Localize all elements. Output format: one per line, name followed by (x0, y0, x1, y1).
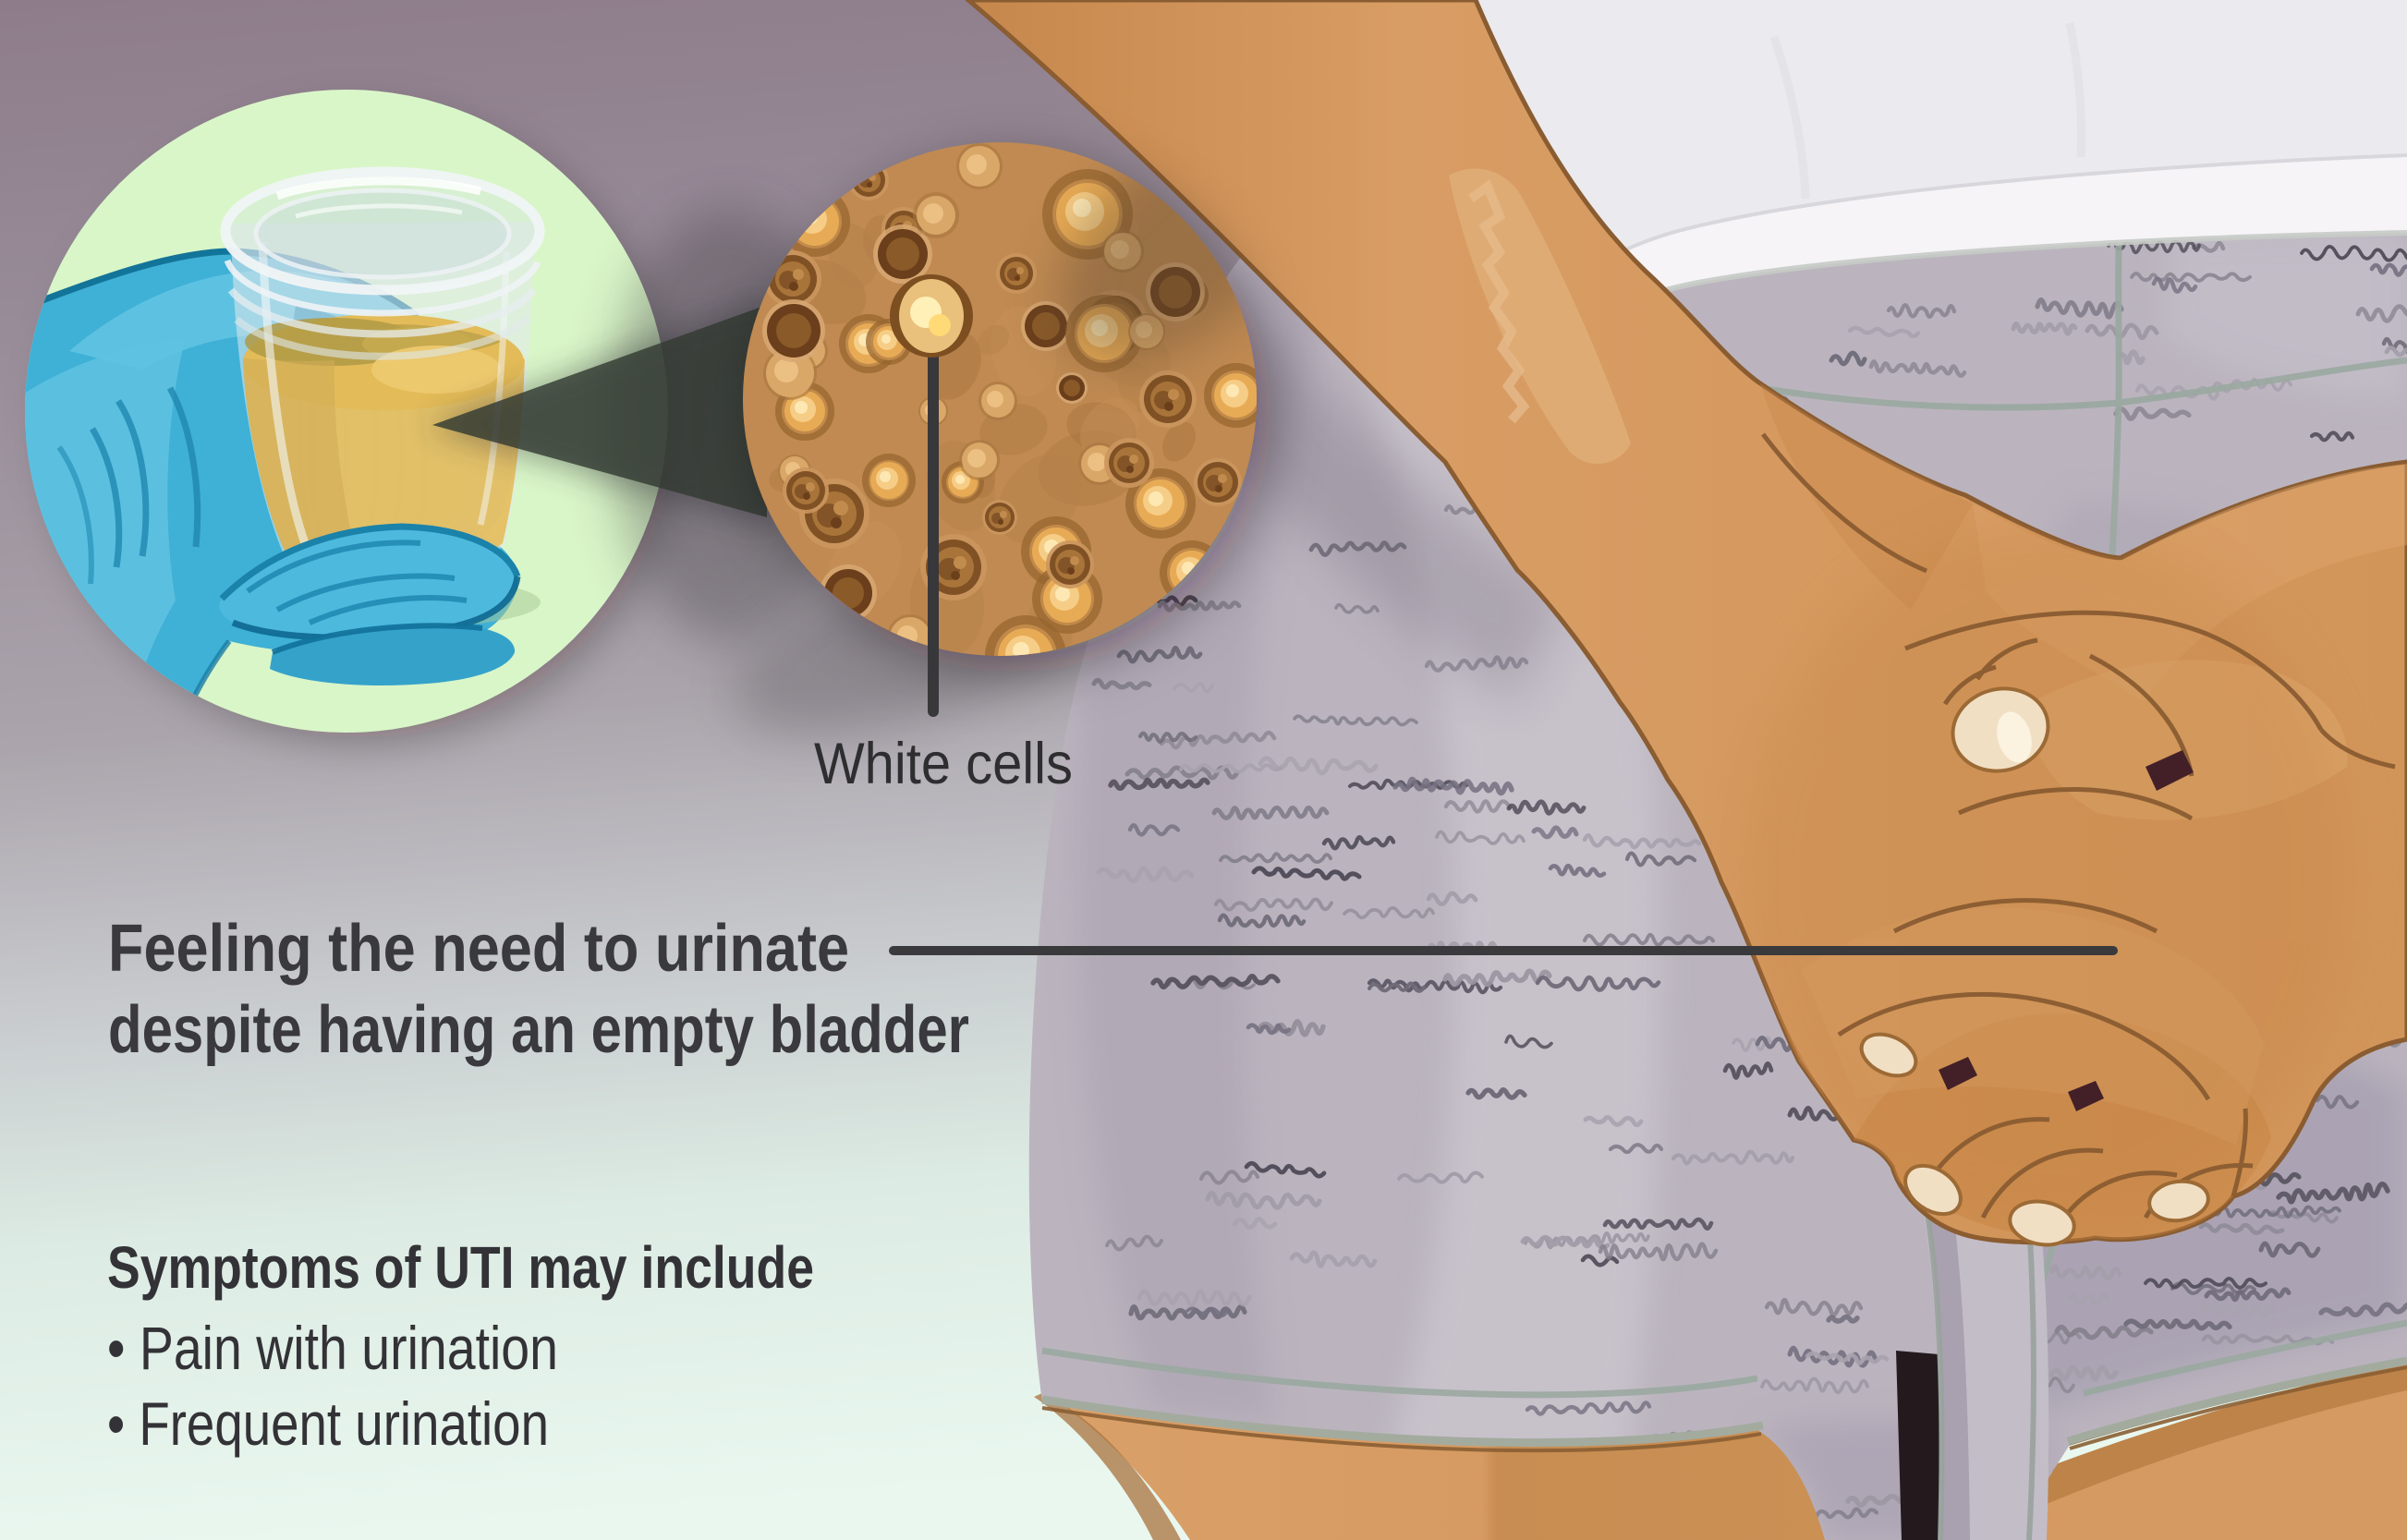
svg-text:White cells: White cells (814, 732, 1073, 796)
svg-text:Symptoms of UTI may include: Symptoms of UTI may include (107, 1234, 814, 1301)
svg-text:• Pain with urination: • Pain with urination (107, 1314, 558, 1382)
svg-text:• Frequent urination: • Frequent urination (107, 1389, 549, 1458)
svg-text:despite having an empty bladde: despite having an empty bladder (108, 993, 969, 1067)
svg-text:Feeling the need to urinate: Feeling the need to urinate (108, 912, 849, 986)
